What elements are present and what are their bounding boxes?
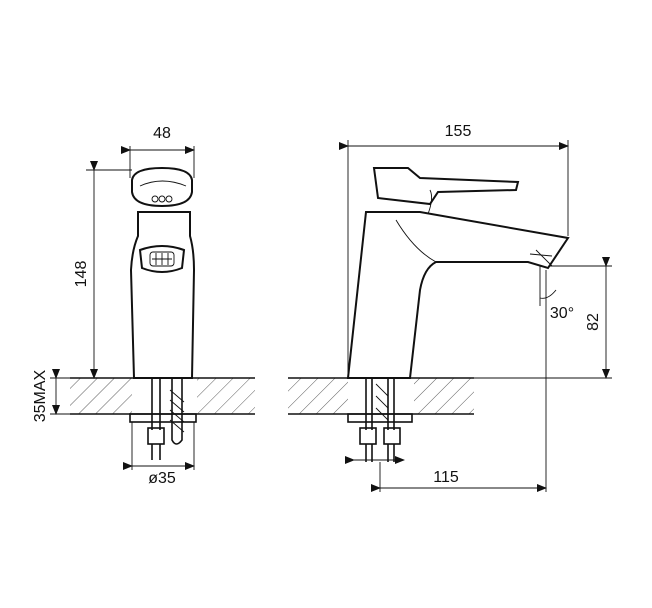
dim-reach: 115 <box>433 469 459 486</box>
side-faucet-body <box>346 167 570 379</box>
dim-spout-height: 82 <box>585 313 602 331</box>
front-dimensions <box>50 146 195 470</box>
side-countertop <box>288 377 474 415</box>
dim-max-counter: 35MAX <box>32 369 49 422</box>
front-view: 48 148 35MAX ø35 <box>32 125 255 487</box>
dim-side-length: 155 <box>445 123 472 140</box>
dim-spout-angle: 30° <box>550 305 574 322</box>
front-countertop <box>70 377 255 415</box>
dim-hole-diameter: ø35 <box>148 470 176 487</box>
dim-front-height: 148 <box>73 261 90 288</box>
front-mounting <box>129 378 197 460</box>
side-mounting <box>347 378 413 462</box>
dim-front-width: 48 <box>153 125 171 142</box>
front-faucet-body <box>129 166 196 379</box>
side-dimensions <box>339 140 612 492</box>
side-view: 155 82 30° 115 <box>288 123 612 492</box>
